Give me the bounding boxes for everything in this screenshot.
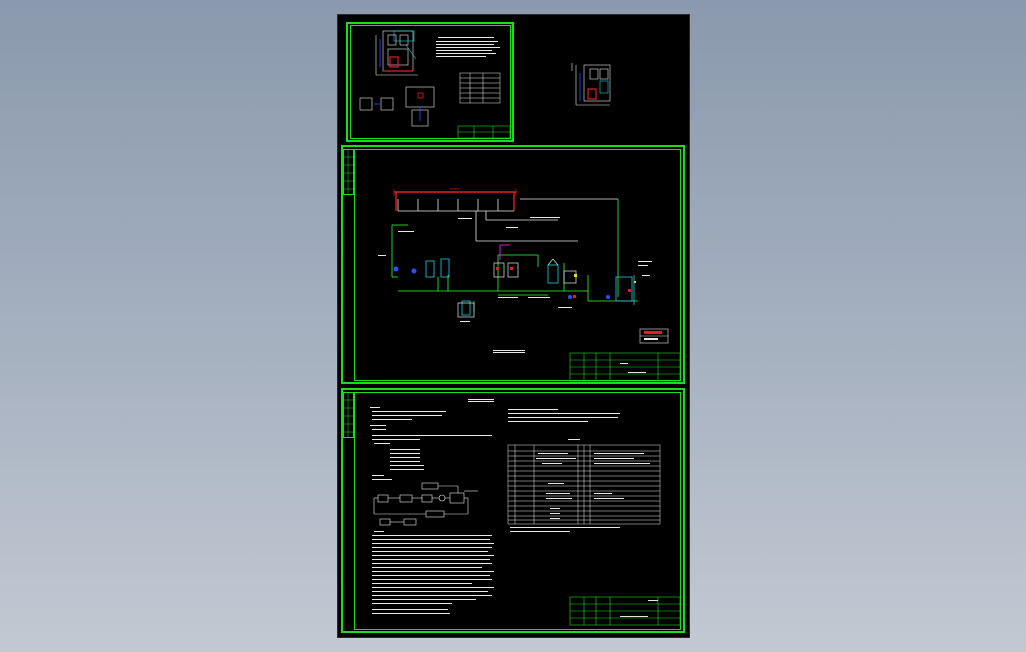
valve-markers [496, 267, 631, 298]
cyan-equipment [425, 258, 635, 316]
pid-sheet-frame [341, 145, 685, 384]
pid-annotations [378, 217, 652, 353]
pid-side-strip [343, 149, 354, 195]
notes-sheet-frame [341, 388, 685, 633]
green-pipe-network [391, 199, 638, 311]
blue-pumps [393, 266, 610, 299]
pid-legend [639, 328, 669, 344]
pid-title-block [569, 352, 681, 382]
equipment-table [507, 444, 661, 525]
control-block-diagram [373, 482, 478, 526]
notes-left-text [370, 407, 492, 480]
layout-table [459, 72, 501, 104]
layout-title-block [457, 125, 511, 139]
magenta-pipe [499, 244, 510, 260]
white-pipe-network [397, 198, 618, 242]
red-header-pipe [394, 191, 516, 211]
layout-drawing [359, 30, 511, 139]
notes-right-text [508, 409, 620, 440]
pid-drawing [343, 149, 681, 382]
drawing-sheet [338, 15, 689, 637]
notes-drawing [343, 392, 681, 626]
notes-title-block [569, 596, 681, 626]
pid-sheet-inner-frame [354, 149, 681, 381]
notes-heading [468, 399, 494, 402]
layout-sheet-frame [346, 22, 514, 142]
layout-sheet-inner-frame [350, 25, 511, 139]
notes-side-strip [343, 392, 354, 438]
layout-notes-block [436, 37, 500, 57]
instrument-markers [574, 274, 636, 283]
notes-sheet-inner-frame [354, 392, 681, 630]
equipment-table-cells [510, 453, 650, 532]
detail-view [571, 63, 611, 106]
notes-paragraphs [372, 531, 494, 614]
